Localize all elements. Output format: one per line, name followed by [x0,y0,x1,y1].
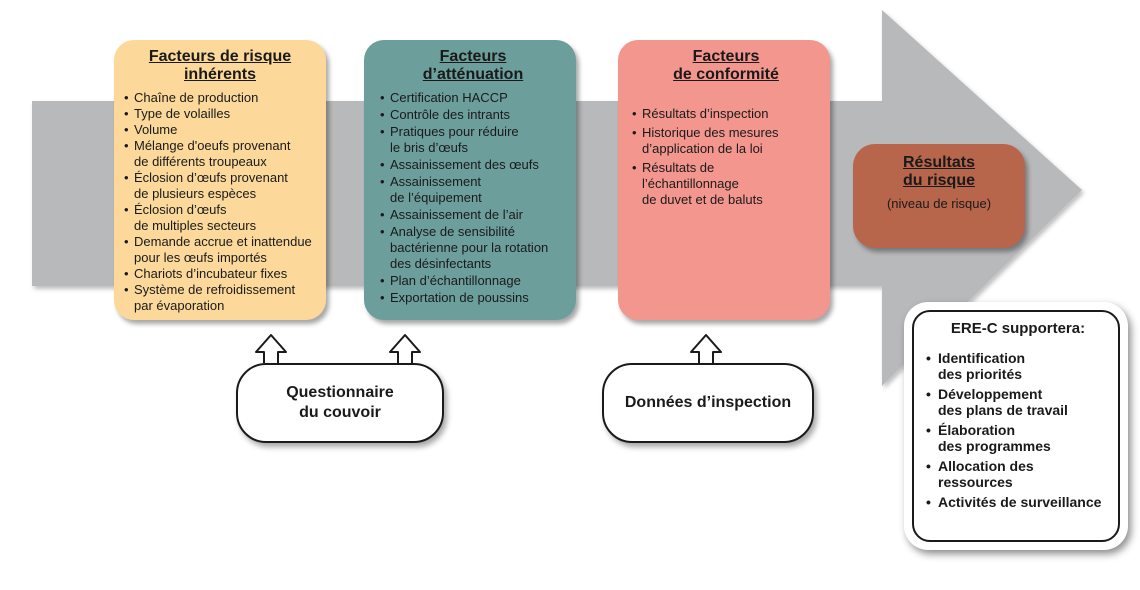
conformity-factors-title: Facteurs de conformité [673,48,779,83]
list-item: Chariots d’incubateur fixes [124,266,316,282]
list-item: Mélange d'oeufs provenant de différents … [124,138,316,170]
list-item: Allocation des ressources [926,458,1110,490]
conformity-factors-list: Résultats d’inspection Historique des me… [632,106,820,208]
list-item: Assainissement de l’équipement [380,174,566,206]
list-item: Assainissement de l’air [380,207,566,223]
hatchery-questionnaire-box: Questionnaire du couvoir [236,363,444,443]
conformity-factors-card: Facteurs de conformité Résultats d’inspe… [618,40,830,320]
risk-result-subtitle: (niveau de risque) [886,196,992,211]
list-item: Demande accrue et inattendue pour les œu… [124,234,316,266]
list-item: Éclosion d’œufs de multiples secteurs [124,202,316,234]
inherent-risk-factors-card: Facteurs de risque inhérents Chaîne de p… [114,40,326,320]
inherent-risk-factors-title: Facteurs de risque inhérents [148,48,292,83]
up-arrow-hatchery-left [255,334,287,363]
inspection-data-box: Données d’inspection [602,363,814,443]
list-item: Résultats de l’échantillonnage de duvet … [632,160,820,208]
attenuation-factors-card: Facteurs d’atténuation Certification HAC… [364,40,576,320]
risk-result-title: Résultats du risque [902,154,976,189]
list-item: Système de refroidissement par évaporati… [124,282,316,314]
list-item: Plan d’échantillonnage [380,273,566,289]
list-item: Exportation de poussins [380,290,566,306]
attenuation-factors-title: Facteurs d’atténuation [422,48,524,83]
ere-c-support-inner: ERE-C supportera: Identification des pri… [912,310,1120,542]
list-item: Contrôle des intrants [380,107,566,123]
up-arrow-hatchery-right [389,334,421,363]
list-item: Activités de surveillance [926,494,1110,510]
list-item: Pratiques pour réduire le bris d’œufs [380,124,566,156]
ere-c-support-box: ERE-C supportera: Identification des pri… [904,302,1128,550]
list-item: Analyse de sensibilité bactérienne pour … [380,224,566,272]
list-item: Volume [124,122,316,138]
list-item: Éclosion d’œufs provenant de plusieurs e… [124,170,316,202]
list-item: Identification des priorités [926,350,1110,382]
inherent-risk-factors-list: Chaîne de production Type de volailles V… [124,90,316,314]
list-item: Chaîne de production [124,90,316,106]
list-item: Assainissement des œufs [380,157,566,173]
list-item: Historique des mesures d’application de … [632,125,820,157]
list-item: Résultats d’inspection [632,106,820,122]
list-item: Type de volailles [124,106,316,122]
list-item: Développement des plans de travail [926,386,1110,418]
up-arrow-inspection [690,334,722,363]
ere-c-support-title: ERE-C supportera: [950,320,1086,337]
attenuation-factors-list: Certification HACCP Contrôle des intrant… [380,90,566,306]
list-item: Certification HACCP [380,90,566,106]
ere-c-support-list: Identification des priorités Développeme… [926,350,1110,510]
risk-result-box: Résultats du risque (niveau de risque) [853,144,1025,248]
list-item: Élaboration des programmes [926,422,1110,454]
